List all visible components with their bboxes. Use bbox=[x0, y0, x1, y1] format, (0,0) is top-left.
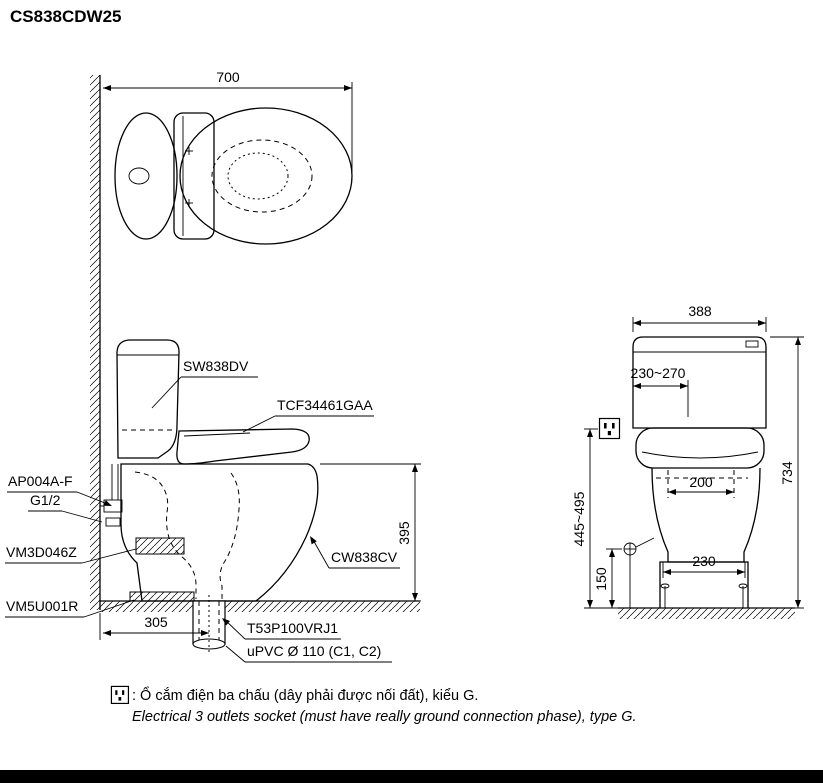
dim-388: 388 bbox=[632, 303, 767, 332]
plan-view: 700 bbox=[103, 69, 353, 245]
label-bowl: CW838CV bbox=[310, 536, 400, 569]
side-view: SW838DV TCF34461GAA AP004A-F G1/2 VM3D04… bbox=[5, 339, 421, 663]
wall-section bbox=[90, 75, 101, 610]
bolt-caps bbox=[660, 583, 748, 608]
svg-text:VM3D046Z: VM3D046Z bbox=[6, 544, 77, 560]
dim-395-value: 395 bbox=[396, 521, 412, 545]
svg-text:TCF34461GAA: TCF34461GAA bbox=[277, 397, 373, 413]
dim-734: 734 bbox=[770, 336, 804, 609]
svg-text:AP004A-F: AP004A-F bbox=[8, 473, 73, 489]
label-connector: VM3D046Z bbox=[5, 544, 137, 564]
svg-text:uPVC Ø 110 (C1, C2): uPVC Ø 110 (C1, C2) bbox=[247, 643, 381, 659]
footnote: : Ổ cắm điện ba chấu (dây phải được nối … bbox=[110, 685, 637, 725]
svg-text:G1/2: G1/2 bbox=[30, 492, 61, 508]
label-drain-pipe: uPVC Ø 110 (C1, C2) bbox=[225, 643, 392, 663]
dim-395: 395 bbox=[320, 463, 421, 602]
footnote-vi: : Ổ cắm điện ba chấu (dây phải được nối … bbox=[132, 686, 478, 704]
footnote-en: Electrical 3 outlets socket (must have r… bbox=[132, 709, 637, 725]
brand-mark bbox=[745, 340, 759, 348]
dim-230-value: 230 bbox=[692, 553, 716, 569]
dim-305-value: 305 bbox=[144, 614, 168, 630]
dim-200: 200 bbox=[667, 470, 735, 498]
side-floor bbox=[100, 600, 420, 612]
socket-icon-note bbox=[110, 685, 130, 705]
svg-text:T53P100VRJ1: T53P100VRJ1 bbox=[247, 620, 338, 636]
socket-icon bbox=[598, 417, 621, 440]
svg-text:VM5U001R: VM5U001R bbox=[6, 598, 78, 614]
label-supply-valve: AP004A-F bbox=[7, 473, 112, 506]
label-outlet-joint: T53P100VRJ1 bbox=[222, 618, 341, 640]
dim-388-value: 388 bbox=[688, 303, 712, 319]
dim-230: 230 bbox=[662, 553, 746, 578]
page-title: CS838CDW25 bbox=[10, 7, 122, 26]
connector-part bbox=[135, 537, 185, 555]
front-valve bbox=[623, 537, 655, 608]
floor-flange-part bbox=[129, 591, 195, 602]
front-floor bbox=[618, 607, 795, 619]
label-thread: G1/2 bbox=[28, 492, 103, 523]
dim-230-270-value: 230~270 bbox=[631, 365, 686, 381]
label-floor-flange: VM5U001R bbox=[5, 598, 135, 618]
dim-700-value: 700 bbox=[216, 69, 240, 85]
svg-text:SW838DV: SW838DV bbox=[183, 358, 249, 374]
dim-734-value: 734 bbox=[779, 461, 795, 485]
dim-305: 305 bbox=[99, 613, 209, 640]
dim-445-495-value: 445~495 bbox=[571, 491, 587, 546]
supply-assembly bbox=[100, 464, 123, 527]
footer-bar bbox=[0, 770, 823, 783]
dim-200-value: 200 bbox=[689, 474, 713, 490]
label-washlet: TCF34461GAA bbox=[242, 397, 374, 433]
dim-230-270: 230~270 bbox=[631, 365, 689, 417]
dim-150-value: 150 bbox=[593, 567, 609, 591]
hinge-marks bbox=[185, 147, 193, 207]
dim-150: 150 bbox=[593, 548, 622, 608]
svg-text:CW838CV: CW838CV bbox=[331, 549, 398, 565]
front-view: 388 230~270 734 445~495 bbox=[571, 303, 804, 619]
label-tank: SW838DV bbox=[151, 358, 258, 409]
dim-445-495: 445~495 bbox=[571, 428, 618, 609]
drain-pipe bbox=[192, 595, 226, 652]
dim-700: 700 bbox=[103, 69, 353, 180]
